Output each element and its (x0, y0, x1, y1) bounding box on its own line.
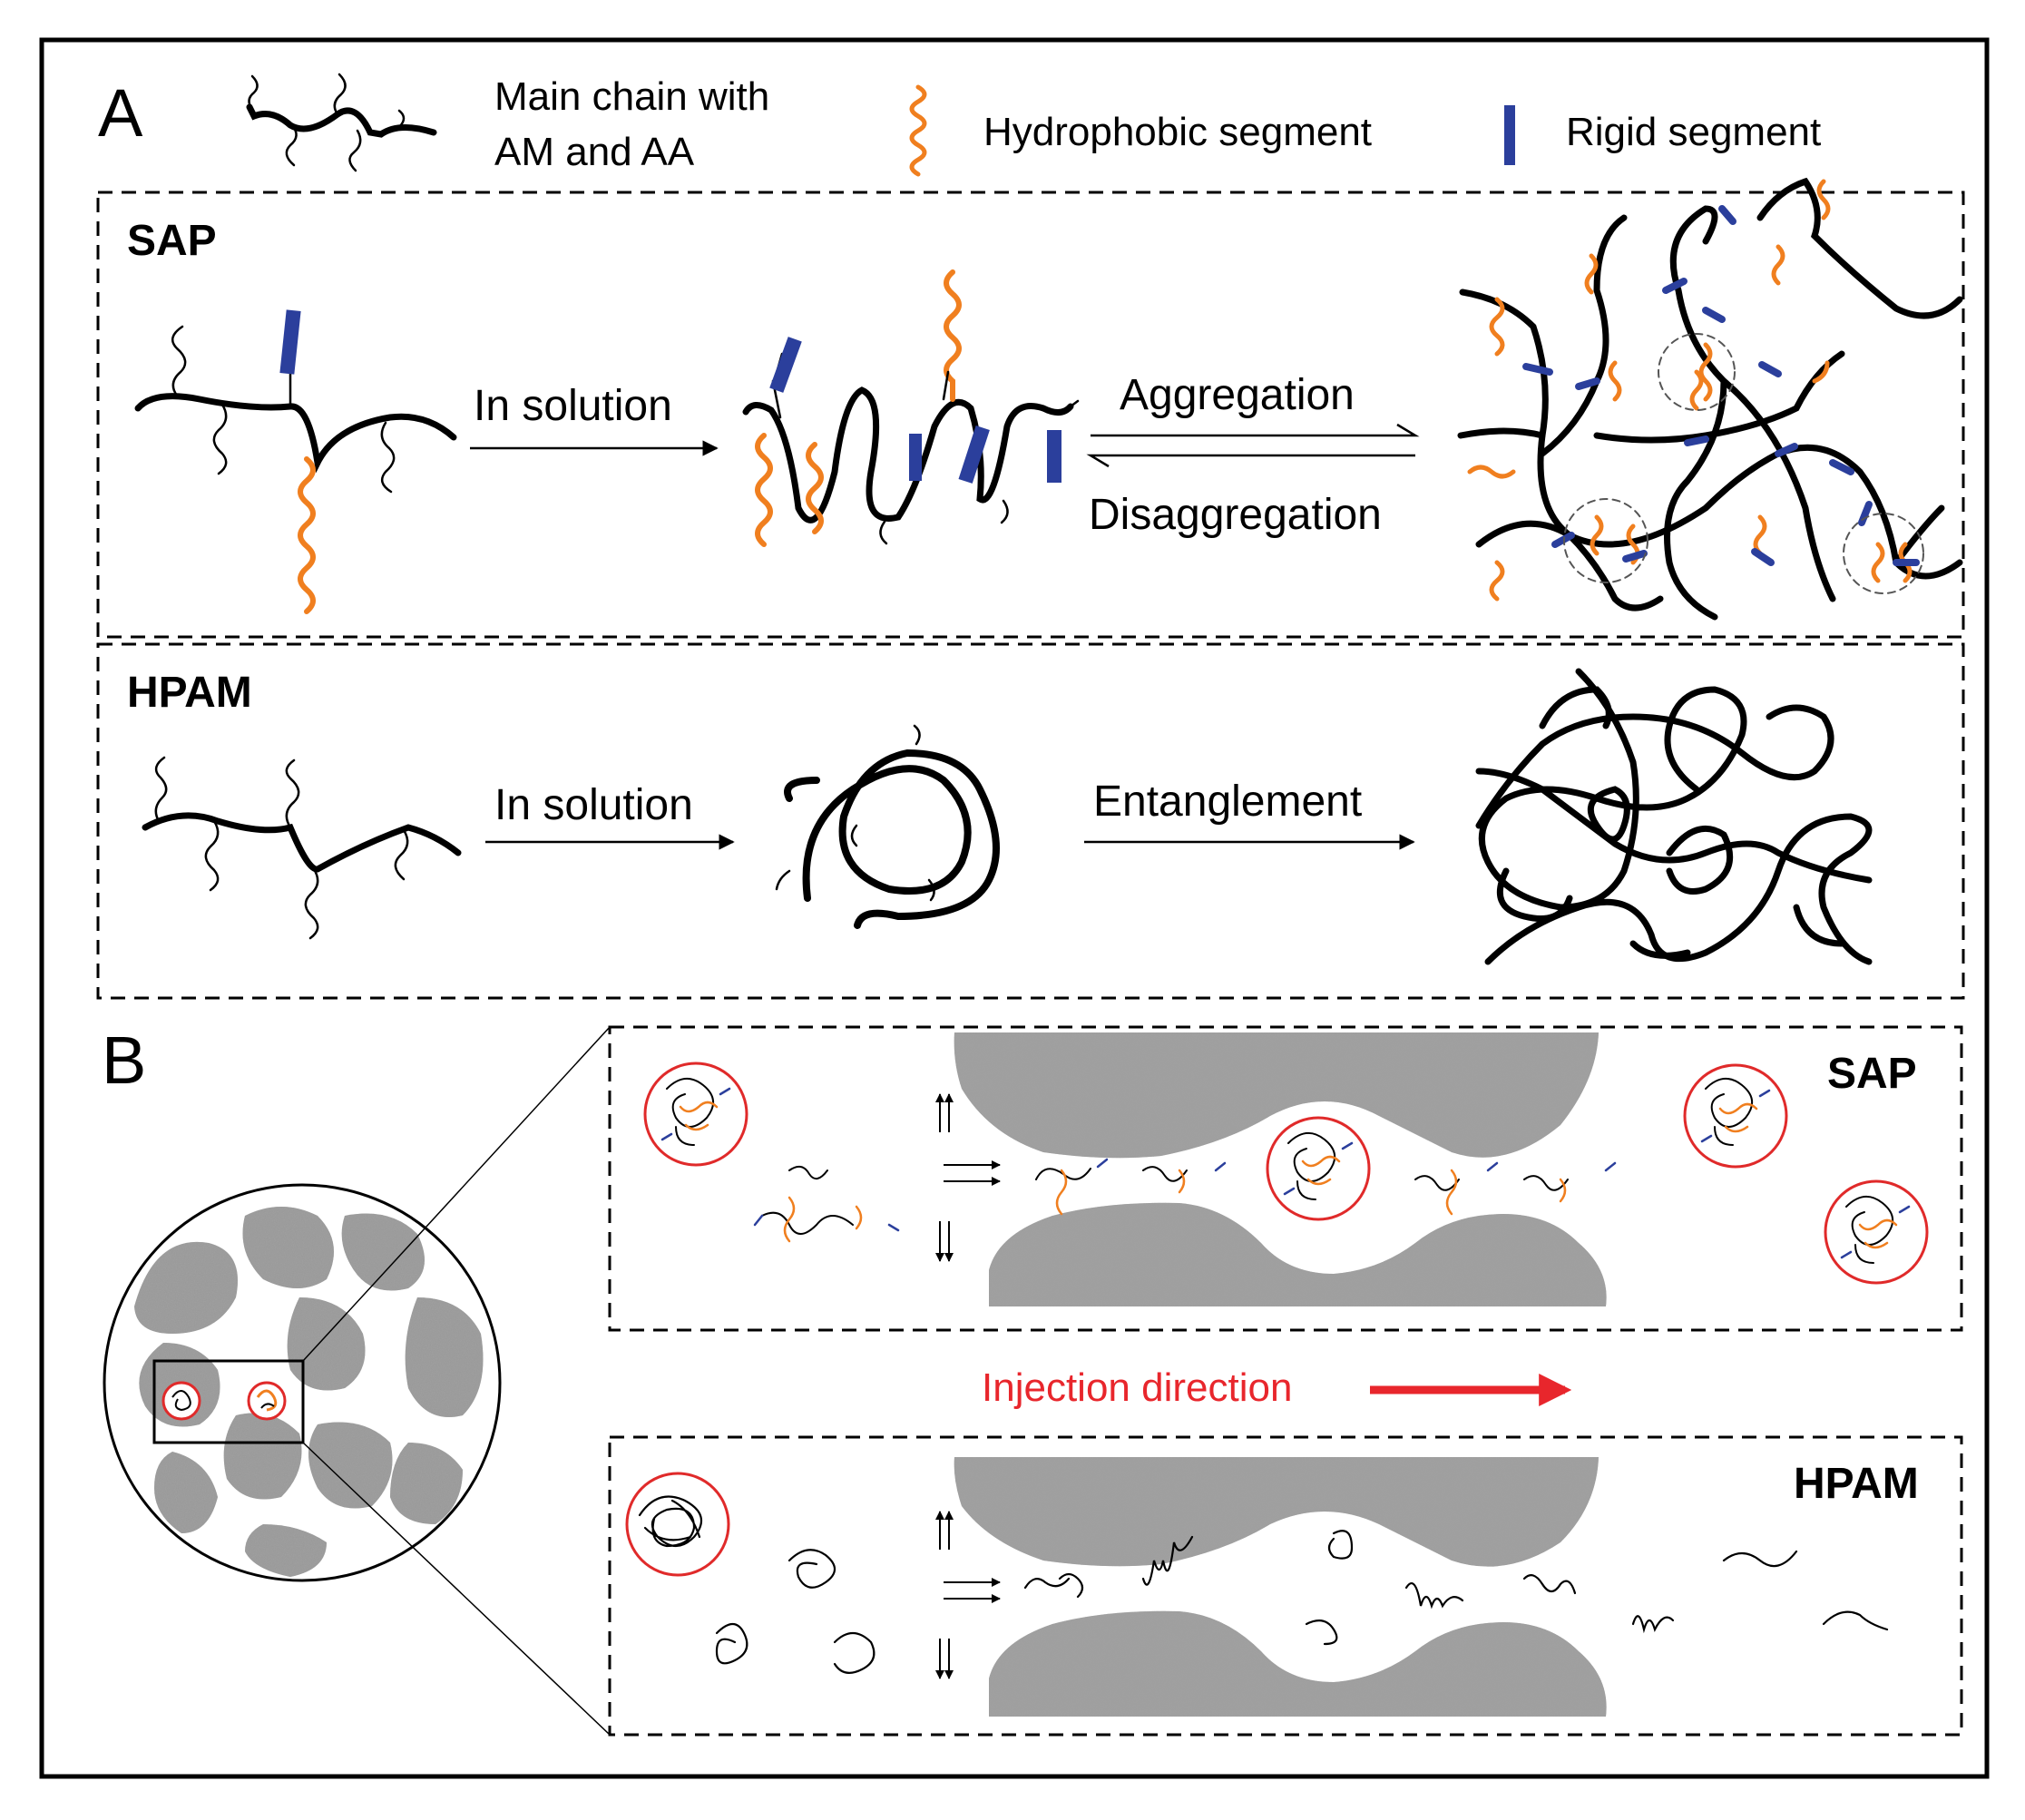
sap-network (1457, 177, 1963, 621)
hpam-step-in-solution: In solution (494, 781, 693, 829)
b-hpam-coils (625, 1472, 1889, 1674)
sap-step-aggregation: Aggregation (1120, 371, 1355, 419)
b-hpam-pore (954, 1457, 1607, 1717)
zoom-selection (152, 1359, 305, 1444)
hpam-section-title: HPAM (127, 669, 252, 717)
b-hpam-flow-arrows (935, 1511, 1001, 1679)
hpam-step-entanglement: Entanglement (1093, 778, 1363, 826)
sap-equilibrium-arrows (1086, 423, 1420, 468)
b-sap-flow-arrows (935, 1093, 1001, 1262)
legend-hydrophobic-icon (909, 84, 927, 177)
b-sap-pore (954, 1032, 1607, 1306)
hpam-coiled-chain (775, 724, 1000, 929)
rock-grains (134, 1207, 484, 1577)
outer-frame (39, 37, 1990, 1779)
sap-section-title: SAP (127, 217, 217, 265)
panel-a-label: A (98, 75, 143, 151)
hpam-entangled-network (1475, 668, 1873, 965)
b-hpam-title: HPAM (1794, 1460, 1919, 1508)
b-sap-title: SAP (1827, 1050, 1917, 1098)
sap-single-chain (134, 309, 457, 614)
legend-main-chain-label-1: Main chain with (494, 74, 770, 119)
sap-step-in-solution: In solution (474, 382, 672, 430)
legend-main-chain-icon (246, 73, 437, 172)
legend-hydrophobic-label: Hydrophobic segment (983, 110, 1373, 154)
b-sap-aggregates (643, 1062, 1929, 1285)
legend-rigid-icon (1504, 105, 1515, 165)
hpam-single-chain (142, 756, 462, 940)
legend-rigid-label: Rigid segment (1566, 110, 1822, 154)
sap-box (96, 191, 1965, 639)
sap-folded-chain (742, 269, 1080, 547)
injection-direction-label: Injection direction (982, 1365, 1293, 1410)
sap-step-disaggregation: Disaggregation (1089, 491, 1382, 539)
panel-b-label: B (102, 1023, 147, 1098)
legend-main-chain-label-2: AM and AA (494, 130, 695, 174)
b-hpam-box (608, 1435, 1963, 1737)
hpam-box (96, 642, 1965, 1000)
porous-media-circle (103, 1026, 611, 1736)
